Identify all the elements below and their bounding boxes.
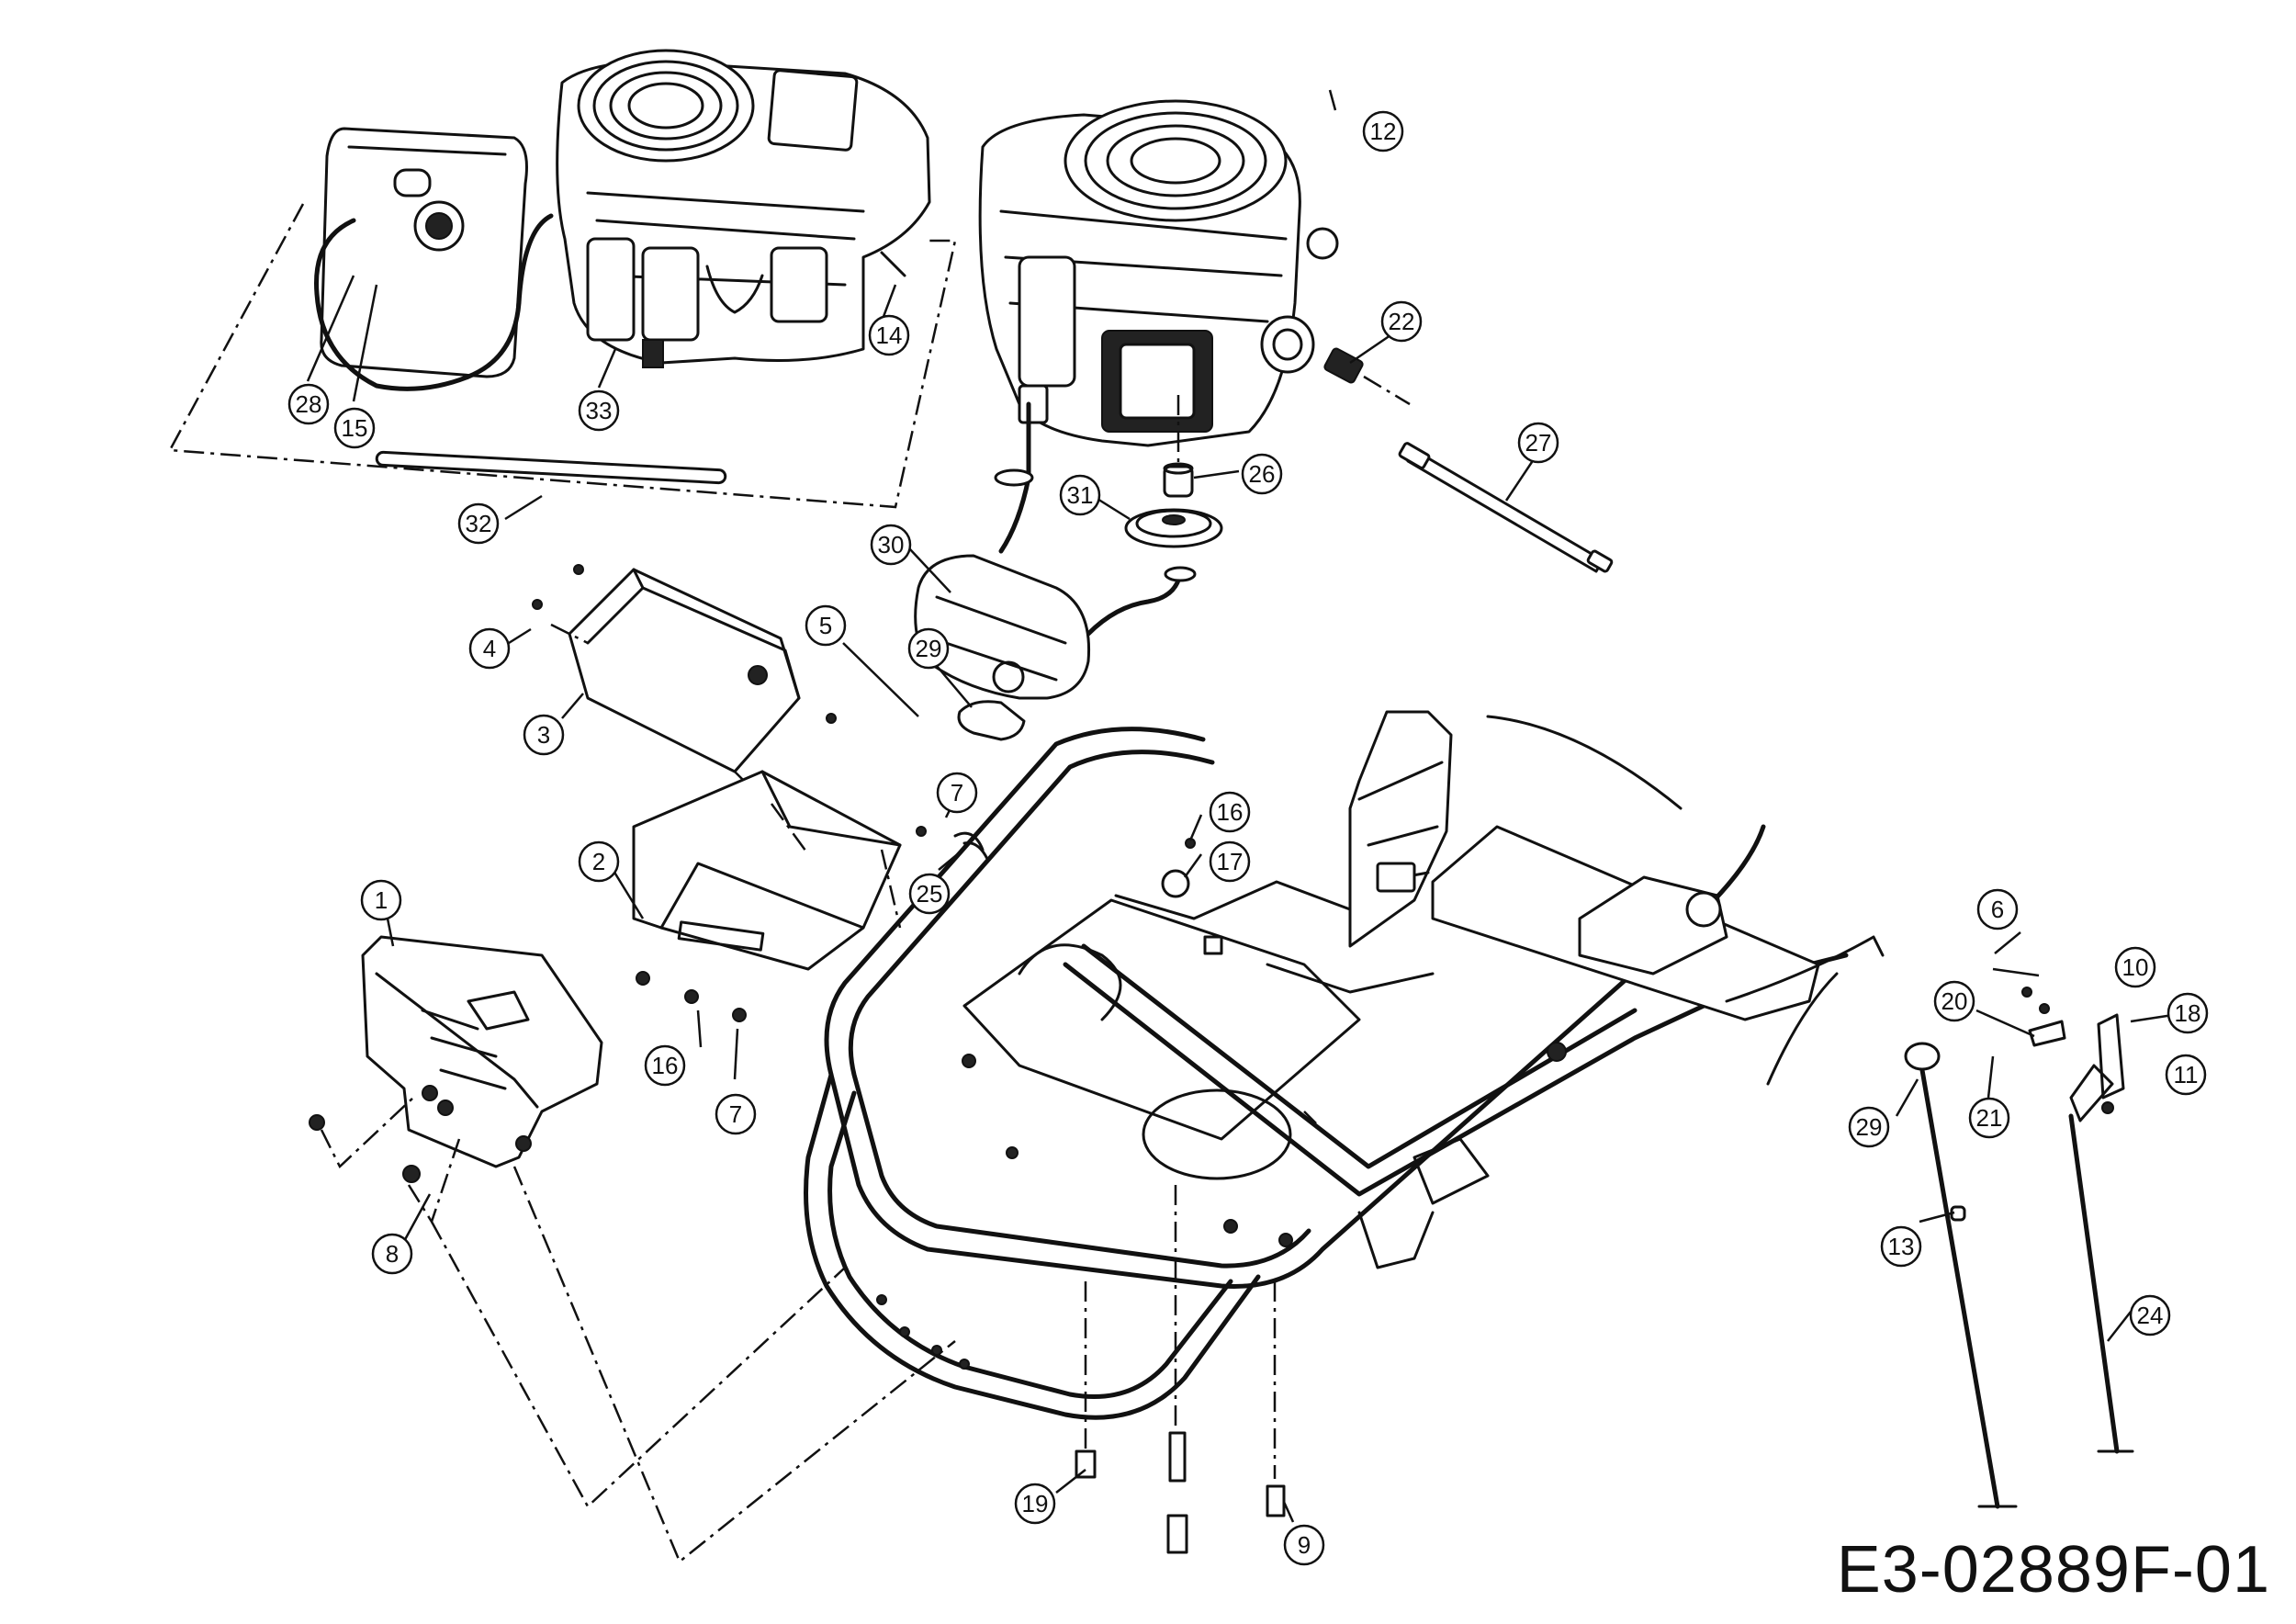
- heat-shield-part-29: [959, 702, 1024, 739]
- callout-16-frame: 16: [1210, 793, 1249, 831]
- svg-text:32: 32: [466, 510, 492, 537]
- svg-text:24: 24: [2137, 1302, 2164, 1329]
- callout-3: 3: [524, 716, 563, 754]
- svg-text:27: 27: [1525, 429, 1552, 457]
- tube-part-32: [377, 452, 726, 483]
- callout-32: 32: [459, 504, 498, 543]
- svg-text:28: 28: [296, 390, 322, 418]
- cover-part-3: [533, 565, 836, 808]
- callout-26: 26: [1243, 455, 1281, 493]
- svg-text:20: 20: [1941, 987, 1968, 1015]
- svg-text:19: 19: [1022, 1490, 1049, 1517]
- callout-14: 14: [870, 316, 908, 355]
- svg-text:4: 4: [483, 635, 496, 662]
- engine-assembly-right: [980, 101, 1337, 445]
- svg-text:7: 7: [729, 1100, 742, 1128]
- callout-7-lower: 7: [716, 1095, 755, 1133]
- callout-9: 9: [1285, 1526, 1323, 1564]
- callout-21: 21: [1970, 1099, 2009, 1137]
- svg-text:3: 3: [537, 721, 550, 749]
- callout-27: 27: [1519, 423, 1558, 462]
- callout-17: 17: [1210, 842, 1249, 881]
- svg-text:11: 11: [2174, 1061, 2199, 1088]
- callout-18: 18: [2168, 994, 2207, 1032]
- callout-6: 6: [1978, 890, 2017, 929]
- svg-text:31: 31: [1067, 481, 1094, 509]
- pulley-part-31: [1126, 510, 1221, 547]
- frame-hardware: [1076, 839, 1284, 1552]
- bracket-part-2: [634, 772, 900, 1021]
- callout-10: 10: [2116, 948, 2155, 987]
- svg-text:12: 12: [1370, 118, 1397, 145]
- svg-text:8: 8: [386, 1240, 399, 1268]
- callout-8: 8: [373, 1235, 411, 1273]
- engine-assembly-left: [170, 51, 955, 507]
- svg-text:26: 26: [1249, 460, 1276, 488]
- svg-text:1: 1: [375, 886, 388, 914]
- svg-text:6: 6: [1991, 896, 2004, 923]
- callout-31: 31: [1061, 476, 1099, 514]
- fitting-part-22: [1323, 347, 1410, 404]
- svg-text:33: 33: [586, 397, 613, 424]
- callout-4: 4: [470, 629, 509, 668]
- spacer-part-26: [1165, 464, 1192, 496]
- callout-13: 13: [1882, 1227, 1920, 1266]
- callout-22: 22: [1382, 302, 1421, 341]
- callout-29-muffler: 29: [909, 629, 948, 668]
- diagram-reference-code: E3-02889F-01: [1837, 1532, 2270, 1607]
- svg-text:9: 9: [1298, 1531, 1311, 1559]
- callout-16-lower: 16: [646, 1046, 684, 1085]
- svg-text:5: 5: [819, 612, 832, 639]
- svg-text:10: 10: [2122, 953, 2149, 981]
- callout-33: 33: [580, 391, 618, 430]
- shield-part-1: [310, 937, 602, 1222]
- svg-text:17: 17: [1217, 848, 1244, 875]
- svg-text:29: 29: [1856, 1113, 1883, 1141]
- callout-25: 25: [910, 874, 949, 913]
- svg-text:29: 29: [916, 635, 942, 662]
- callout-2: 2: [580, 842, 618, 881]
- callout-15: 15: [335, 409, 374, 447]
- callout-29-control: 29: [1850, 1108, 1888, 1146]
- callout-5: 5: [806, 606, 845, 645]
- callout-30: 30: [872, 525, 910, 564]
- svg-text:25: 25: [917, 880, 943, 908]
- callout-11: 11: [2167, 1055, 2205, 1094]
- svg-text:14: 14: [876, 321, 903, 349]
- callout-20: 20: [1935, 982, 1974, 1021]
- callout-24: 24: [2131, 1296, 2169, 1335]
- svg-text:7: 7: [951, 779, 963, 806]
- choke-control-part-24: [2022, 987, 2133, 1451]
- svg-text:2: 2: [592, 848, 605, 875]
- callout-12: 12: [1364, 112, 1402, 151]
- svg-text:21: 21: [1976, 1104, 2003, 1132]
- callout-28: 28: [289, 385, 328, 423]
- muffler-part-30: [916, 404, 1195, 698]
- callout-1: 1: [362, 881, 400, 919]
- svg-text:16: 16: [652, 1052, 679, 1079]
- svg-text:16: 16: [1217, 798, 1244, 826]
- svg-text:22: 22: [1389, 308, 1415, 335]
- callout-19: 19: [1016, 1484, 1054, 1523]
- svg-text:13: 13: [1888, 1233, 1915, 1260]
- hose-part-27: [1399, 443, 1613, 572]
- callout-7-upper: 7: [938, 773, 976, 812]
- chassis-frame: [806, 712, 1884, 1417]
- svg-text:30: 30: [878, 531, 905, 558]
- svg-text:18: 18: [2175, 999, 2201, 1027]
- svg-text:15: 15: [342, 414, 368, 442]
